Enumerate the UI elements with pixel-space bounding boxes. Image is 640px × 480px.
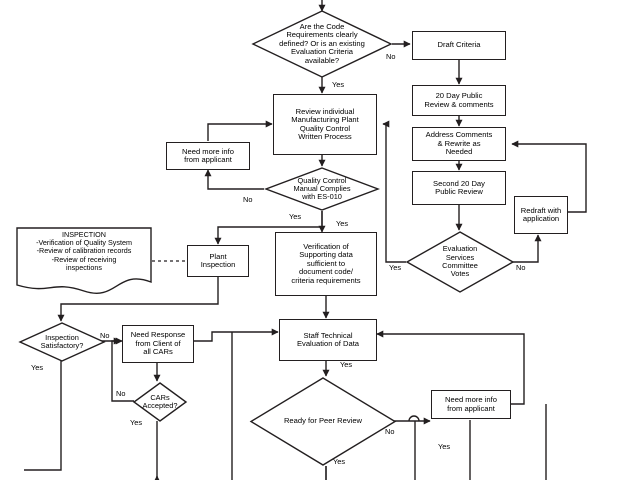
node-label: Need Response from Client of all CARs bbox=[130, 330, 186, 357]
node-label: Address Comments & Rewrite as Needed bbox=[425, 130, 493, 157]
node-label: Redraft with application bbox=[520, 205, 562, 223]
node-label: Need more info from applicant bbox=[445, 395, 497, 413]
node-label: Second 20 Day Public Review bbox=[433, 178, 485, 196]
edge-label-qc-manual-no: No bbox=[243, 195, 253, 204]
node-label: Review individual Manufacturing Plant Qu… bbox=[291, 106, 359, 141]
node-label: Need more info from applicant bbox=[182, 146, 234, 164]
node-draft-criteria: Draft Criteria bbox=[412, 31, 506, 60]
diamond-shape bbox=[249, 377, 397, 466]
node-inspection-satisfactory: Inspection Satisfactory? bbox=[18, 322, 106, 362]
edge-label-code-req-yes: Yes bbox=[332, 80, 345, 89]
diamond-shape bbox=[264, 167, 380, 211]
node-need-response-client: Need Response from Client of all CARs bbox=[122, 325, 194, 363]
node-address-comments: Address Comments & Rewrite as Needed bbox=[412, 127, 506, 161]
node-code-requirements: Are the Code Requirements clearly define… bbox=[251, 10, 393, 78]
edge-label-staff-eval-yes: Yes bbox=[340, 360, 353, 369]
edge-label-esc-votes-no: No bbox=[516, 263, 526, 272]
edge-label-esc-votes-yes: Yes bbox=[389, 263, 402, 272]
edge-label-code-req-no: No bbox=[386, 52, 396, 61]
diamond-shape bbox=[405, 231, 515, 293]
node-label: Staff Technical Evaluation of Data bbox=[296, 330, 360, 348]
node-twenty-day-public-review: 20 Day Public Review & comments bbox=[412, 85, 506, 116]
edge-label-peer-review-no: No bbox=[385, 427, 395, 436]
edge-label-inspection-sat-no: No bbox=[100, 331, 110, 340]
node-label: Draft Criteria bbox=[437, 40, 481, 50]
node-evaluation-services-votes: Evaluation Services Committee Votes bbox=[405, 231, 515, 293]
edge-label-qc-manual-yes-left: Yes bbox=[289, 212, 302, 221]
diamond-shape bbox=[132, 382, 188, 422]
edge-label-cars-no: No bbox=[116, 389, 126, 398]
diamond-shape bbox=[251, 10, 393, 78]
node-staff-technical-evaluation: Staff Technical Evaluation of Data bbox=[279, 319, 377, 361]
node-quality-control-manual: Quality Control Manual Complies with ES-… bbox=[264, 167, 380, 211]
node-inspection-note: INSPECTION -Verification of Quality Syst… bbox=[16, 227, 152, 295]
node-review-individual: Review individual Manufacturing Plant Qu… bbox=[273, 94, 377, 155]
node-label: Plant Inspection bbox=[200, 251, 236, 269]
node-need-more-info-bottom: Need more info from applicant bbox=[431, 390, 511, 419]
document-shape bbox=[16, 227, 152, 294]
node-redraft-with-application: Redraft with application bbox=[514, 196, 568, 234]
node-verification-supporting-data: Verification of Supporting data sufficie… bbox=[275, 232, 377, 296]
node-ready-for-peer-review: Ready for Peer Review bbox=[249, 377, 397, 466]
node-second-twenty-day: Second 20 Day Public Review bbox=[412, 171, 506, 205]
node-need-more-info-top: Need more info from applicant bbox=[166, 142, 250, 170]
edge-label-peer-review-yes: Yes bbox=[333, 457, 346, 466]
node-label: 20 Day Public Review & comments bbox=[424, 91, 494, 109]
node-plant-inspection: Plant Inspection bbox=[187, 245, 249, 277]
node-label: Verification of Supporting data sufficie… bbox=[291, 241, 361, 285]
edge-label-qc-manual-yes-right: Yes bbox=[336, 219, 349, 228]
edge-label-cars-yes: Yes bbox=[130, 418, 143, 427]
edge-label-inspection-sat-yes: Yes bbox=[31, 363, 44, 372]
edge-label-need-more-info-yes: Yes bbox=[438, 442, 451, 451]
node-cars-accepted: CARs Accepted? bbox=[132, 382, 188, 422]
diamond-shape bbox=[18, 322, 106, 362]
